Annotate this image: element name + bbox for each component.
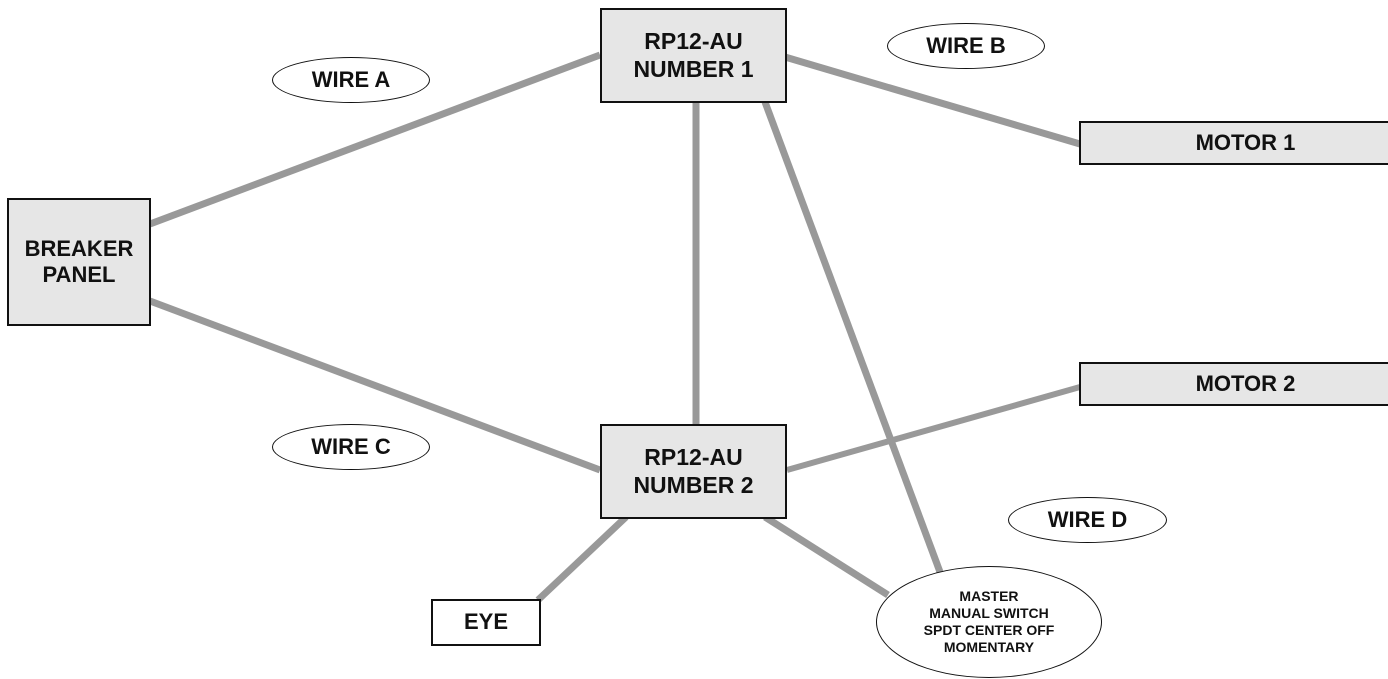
wire-rp1-to-master [761,100,944,574]
rp12-au-number-2: RP12-AU NUMBER 2 [600,424,787,519]
wire-breaker-to-rp1 [148,51,602,228]
wire-b-label: WIRE B [887,23,1045,69]
wire-rp2-to-eye [535,514,629,603]
rp12-au-number-1: RP12-AU NUMBER 1 [600,8,787,103]
wire-c-label: WIRE C [272,424,430,470]
wire-breaker-to-rp2 [148,297,602,474]
wire-rp2-to-master [763,514,890,598]
eye-box: EYE [431,599,541,646]
motor-1: MOTOR 1 [1079,121,1388,165]
master-manual-switch: MASTER MANUAL SWITCH SPDT CENTER OFF MOM… [876,566,1102,678]
wire-a-label: WIRE A [272,57,430,103]
motor-2: MOTOR 2 [1079,362,1388,406]
wire-rp2-to-motor2 [786,384,1081,473]
wire-d-label: WIRE D [1008,497,1167,543]
breaker-panel: BREAKER PANEL [7,198,151,326]
wire-rp1-to-motor1 [784,53,1081,148]
